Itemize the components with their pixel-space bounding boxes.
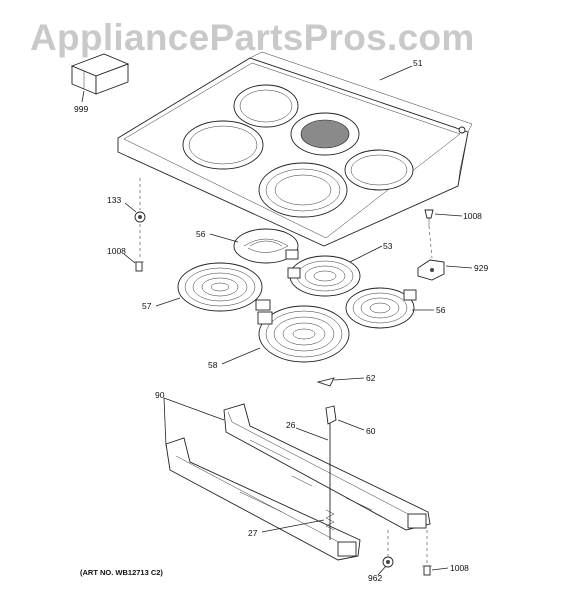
part-58-element[interactable] (257, 305, 350, 363)
part-51-cooktop[interactable] (117, 51, 473, 247)
label-133: 133 (107, 195, 121, 205)
part-90-rails[interactable] (165, 403, 431, 561)
part-27-spring[interactable] (325, 509, 335, 531)
label-57: 57 (142, 301, 152, 311)
label-1008-upper-right: 1008 (463, 211, 482, 221)
part-133-clip[interactable] (134, 211, 146, 223)
part-53-element[interactable] (287, 255, 361, 297)
part-57-element[interactable] (177, 262, 271, 312)
label-60: 60 (366, 426, 376, 436)
label-962: 962 (368, 573, 382, 583)
label-90: 90 (155, 390, 165, 400)
label-1008-left: 1008 (107, 246, 126, 256)
label-27: 27 (248, 528, 258, 538)
label-1008-bottom: 1008 (450, 563, 469, 573)
label-56-upper: 56 (196, 229, 206, 239)
label-62: 62 (366, 373, 376, 383)
part-56-element-lower[interactable] (345, 287, 417, 329)
part-999-box[interactable] (70, 53, 130, 95)
part-60-clip[interactable] (325, 405, 337, 425)
label-51: 51 (413, 58, 423, 68)
part-1008-screw-upper-right[interactable] (424, 209, 434, 226)
art-number: (ART NO. WB12713 C2) (80, 568, 163, 577)
label-56-lower: 56 (436, 305, 446, 315)
part-929-bracket[interactable] (417, 259, 445, 281)
watermark-text: AppliancePartsPros.com (30, 17, 475, 58)
part-962-nut[interactable] (382, 556, 394, 568)
label-53: 53 (383, 241, 393, 251)
part-62-clip[interactable] (316, 377, 335, 387)
part-1008-screw-left[interactable] (134, 261, 144, 272)
label-929: 929 (474, 263, 488, 273)
part-1008-screw-bottom[interactable] (422, 565, 432, 576)
part-56-element-upper[interactable] (233, 228, 299, 264)
label-26: 26 (286, 420, 296, 430)
label-58: 58 (208, 360, 218, 370)
label-999: 999 (74, 104, 88, 114)
